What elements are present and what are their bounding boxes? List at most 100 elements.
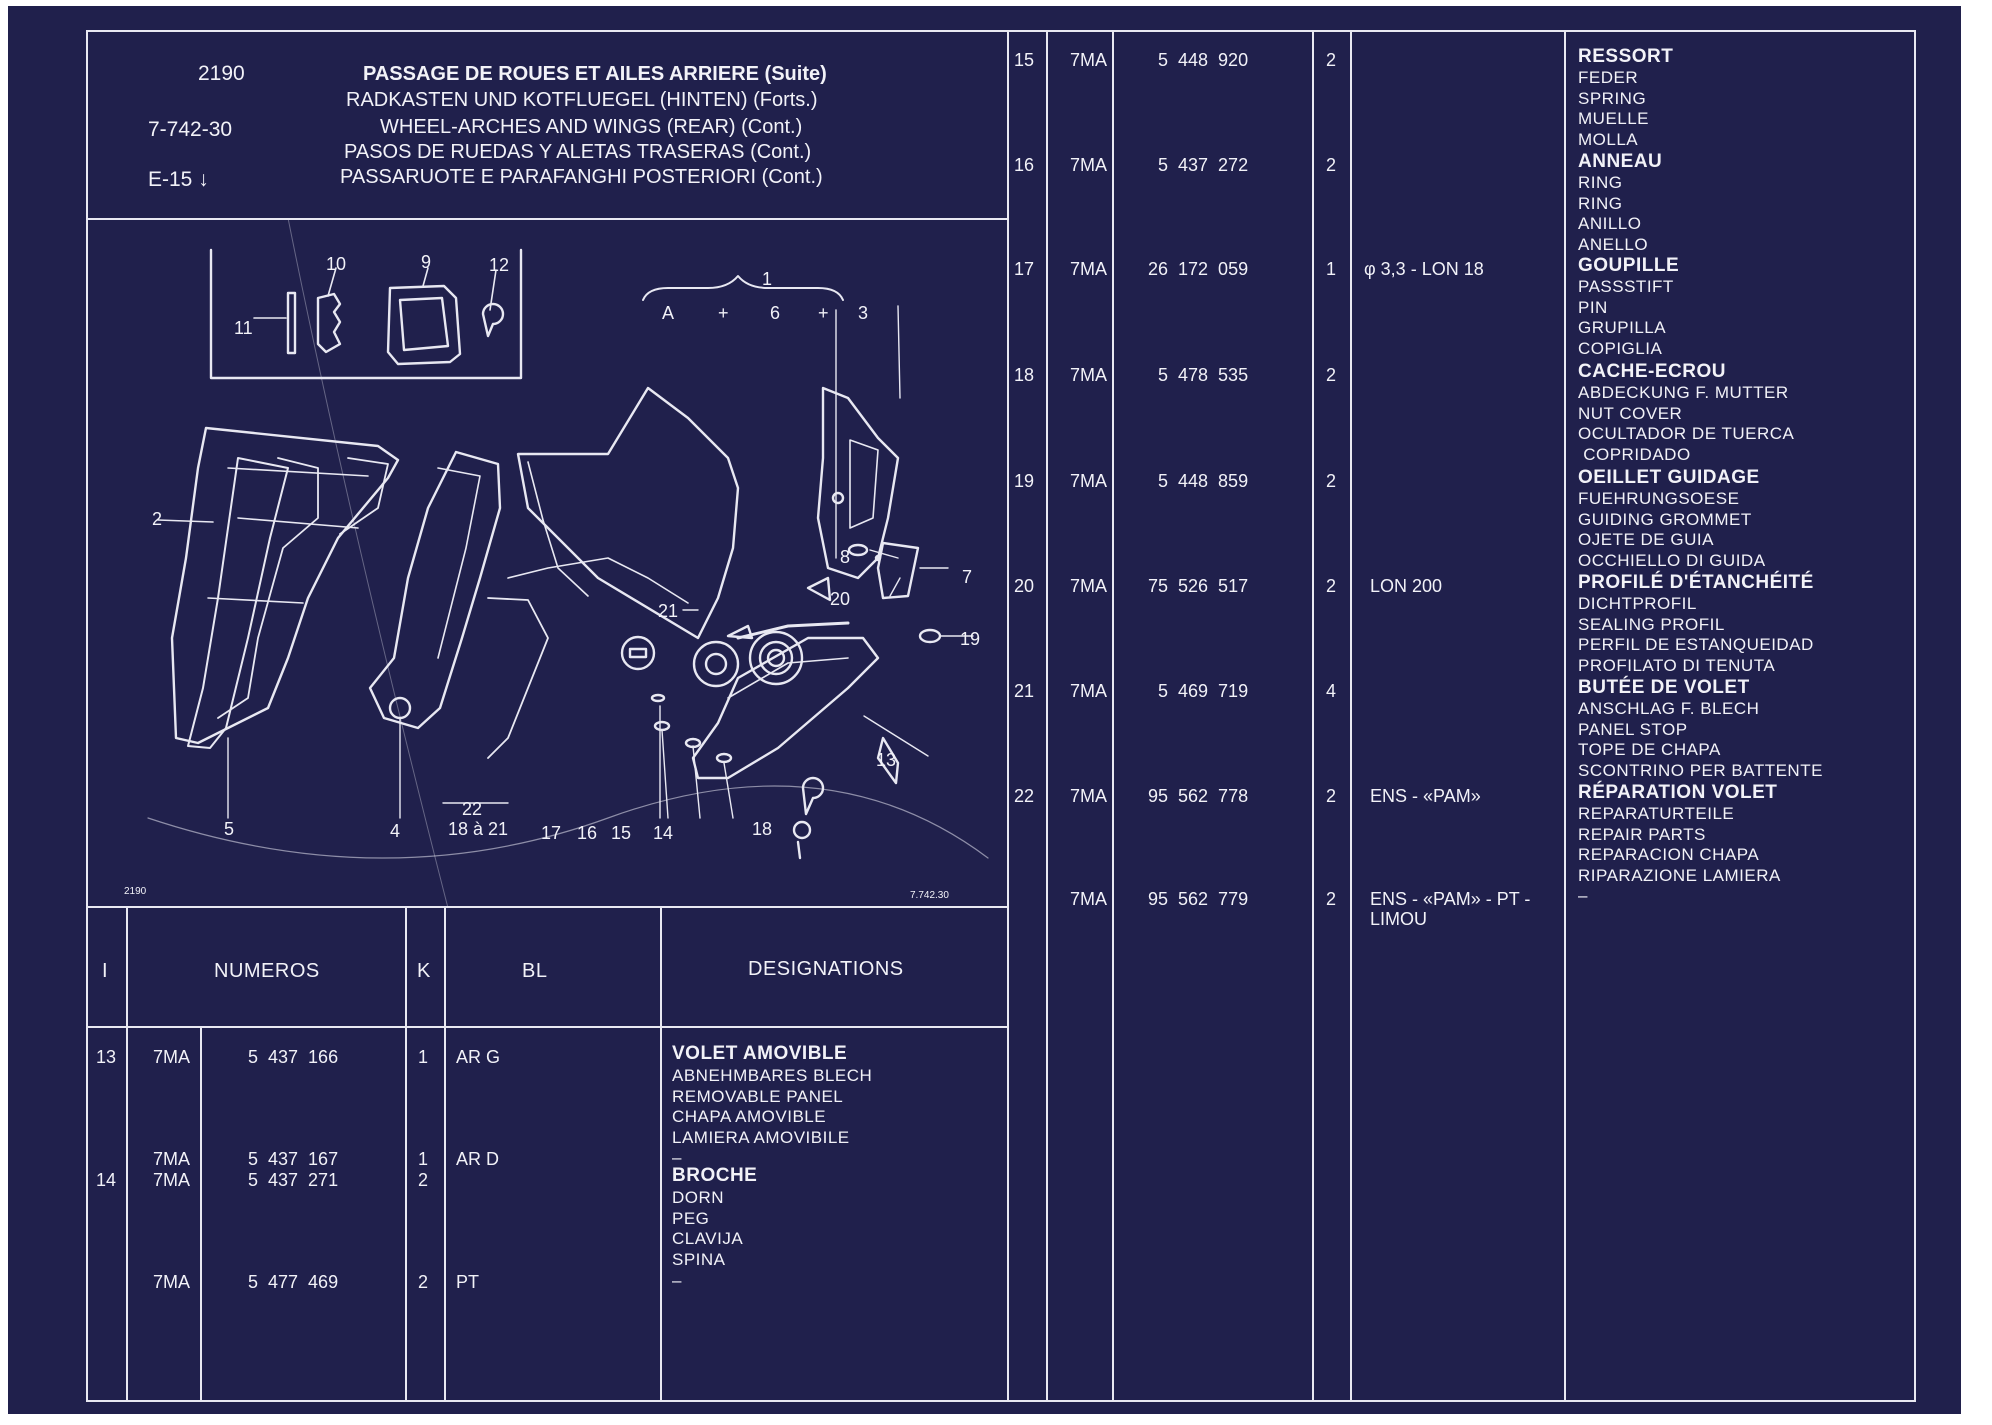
- designation-title: CACHE-ECROU: [1578, 361, 1726, 382]
- part-number: 5 448 920: [1158, 50, 1249, 70]
- diagram-label-1: 1: [762, 269, 773, 289]
- diagram-label-2: 2: [152, 509, 163, 529]
- column-header-bl: BL: [522, 960, 548, 982]
- diagram-label-11: 11: [234, 318, 253, 338]
- part-prefix: 7MA: [1070, 681, 1108, 701]
- item-number: 21: [1014, 681, 1035, 701]
- bl-note: ENS - «PAM» - PT - LIMOU: [1370, 889, 1531, 929]
- designation-title: RESSORT: [1578, 46, 1674, 67]
- diagram-label-13: 13: [876, 750, 897, 770]
- diagram-label-14: 14: [653, 823, 674, 843]
- diagram-label-9: 9: [421, 252, 432, 272]
- designation-title: BUTÉE DE VOLET: [1578, 677, 1750, 698]
- diagram-label-15: 15: [611, 823, 632, 843]
- designation-translations: –: [672, 1271, 682, 1290]
- right-col-2: [1112, 30, 1114, 1402]
- quantity: 2: [1326, 365, 1337, 385]
- designation-translations: RING RING ANILLO ANELLO: [1578, 173, 1649, 254]
- diagram-label-22: 22: [462, 799, 483, 819]
- parts-catalog-sheet: 2190 7-742-30 E-15 ↓ PASSAGE DE ROUES ET…: [8, 6, 1961, 1414]
- left-col-4: [444, 906, 446, 1401]
- part-number: 5 437 272: [1158, 155, 1249, 175]
- designation-title: GOUPILLE: [1578, 255, 1680, 276]
- part-prefix: 7MA: [153, 1047, 191, 1067]
- diagram-label-10: 10: [326, 254, 347, 274]
- bl-note: AR G: [456, 1047, 501, 1067]
- column-header-numeros: NUMEROS: [214, 960, 320, 982]
- part-number: 5 478 535: [1158, 365, 1249, 385]
- quantity: 2: [1326, 471, 1337, 491]
- item-number: 18: [1014, 365, 1035, 385]
- part-number: 95 562 779: [1148, 889, 1249, 909]
- part-prefix: 7MA: [1070, 471, 1108, 491]
- table-head-divider: [86, 1026, 1009, 1028]
- title-de: RADKASTEN UND KOTFLUEGEL (HINTEN) (Forts…: [346, 89, 818, 111]
- page-code: 2190: [198, 62, 245, 85]
- part-prefix: 7MA: [1070, 889, 1108, 909]
- part-prefix: 7MA: [153, 1272, 191, 1292]
- left-frame-top: [86, 30, 1009, 32]
- diagram-ref-left: 2190: [124, 886, 147, 897]
- diagram-divider: [86, 906, 1009, 908]
- diagram-label-19: 19: [960, 629, 981, 649]
- designation-title: RÉPARATION VOLET: [1578, 782, 1778, 803]
- diagram-label-18: 18: [752, 819, 773, 839]
- diagram-label-3: 3: [858, 303, 869, 323]
- left-col-3: [405, 906, 407, 1401]
- left-frame-left: [86, 30, 88, 1402]
- right-col-4: [1350, 30, 1352, 1402]
- header-divider: [86, 218, 1009, 220]
- part-prefix: 7MA: [1070, 155, 1108, 175]
- quantity: 1: [1326, 259, 1337, 279]
- designation-translations: PASSSTIFT PIN GRUPILLA COPIGLIA: [1578, 277, 1674, 358]
- frame-bottom: [86, 1400, 1916, 1402]
- figure-code: 7-742-30: [148, 118, 233, 141]
- designation-title: ANNEAU: [1578, 151, 1663, 172]
- part-number: 5 437 166: [248, 1047, 339, 1067]
- diagram-label-12: 12: [489, 255, 510, 275]
- designation-translations: FEDER SPRING MUELLE MOLLA: [1578, 68, 1650, 149]
- title-it: PASSARUOTE E PARAFANGHI POSTERIORI (Cont…: [340, 166, 823, 188]
- part-number: 5 437 271: [248, 1170, 339, 1190]
- bl-note: ENS - «PAM»: [1370, 786, 1481, 806]
- quantity: 2: [1326, 786, 1337, 806]
- quantity: 2: [1326, 50, 1337, 70]
- part-prefix: 7MA: [1070, 365, 1108, 385]
- bl-note: LON 200: [1370, 576, 1443, 596]
- left-col-2: [200, 1026, 202, 1401]
- title-en: WHEEL-ARCHES AND WINGS (REAR) (Cont.): [380, 116, 803, 138]
- diagram-label-20: 20: [830, 589, 851, 609]
- bl-note: φ 3,3 - LON 18: [1364, 259, 1484, 279]
- item-number: 16: [1014, 155, 1035, 175]
- item-number: 20: [1014, 576, 1035, 596]
- part-prefix: 7MA: [1070, 576, 1108, 596]
- right-col-5: [1564, 30, 1566, 1402]
- designation-translations: DICHTPROFIL SEALING PROFIL PERFIL DE EST…: [1578, 594, 1814, 675]
- part-number: 5 448 859: [1158, 471, 1249, 491]
- designation-translations: FUEHRUNGSOESE GUIDING GROMMET OJETE DE G…: [1578, 489, 1766, 570]
- diagram-label-6: 6: [770, 303, 781, 323]
- part-number: 5 477 469: [248, 1272, 339, 1292]
- right-col-3: [1312, 30, 1314, 1402]
- designation-title: OEILLET GUIDAGE: [1578, 467, 1760, 488]
- designation-translations: ABNEHMBARES BLECH REMOVABLE PANEL CHAPA …: [672, 1066, 873, 1168]
- column-header-i: I: [102, 960, 109, 982]
- diagram-label-16: 16: [577, 823, 598, 843]
- diagram-label-5: 5: [224, 819, 235, 839]
- quantity: 2: [1326, 576, 1337, 596]
- part-number: 95 562 778: [1148, 786, 1249, 806]
- diagram-ref-right: 7.742.30: [910, 890, 949, 901]
- bl-note: PT: [456, 1272, 480, 1292]
- quantity: 2: [1326, 889, 1337, 909]
- exploded-parts-diagram: [88, 218, 1003, 908]
- right-frame-top: [1007, 30, 1916, 32]
- part-number: 5 437 167: [248, 1149, 339, 1169]
- item-number: 17: [1014, 259, 1035, 279]
- right-col-1: [1046, 30, 1048, 1402]
- quantity: 2: [418, 1272, 429, 1292]
- quantity: 2: [1326, 155, 1337, 175]
- designation-translations: ABDECKUNG F. MUTTER NUT COVER OCULTADOR …: [1578, 383, 1795, 464]
- right-col-0: [1007, 30, 1009, 1402]
- part-prefix: 7MA: [1070, 786, 1108, 806]
- item-number: 13: [96, 1047, 117, 1067]
